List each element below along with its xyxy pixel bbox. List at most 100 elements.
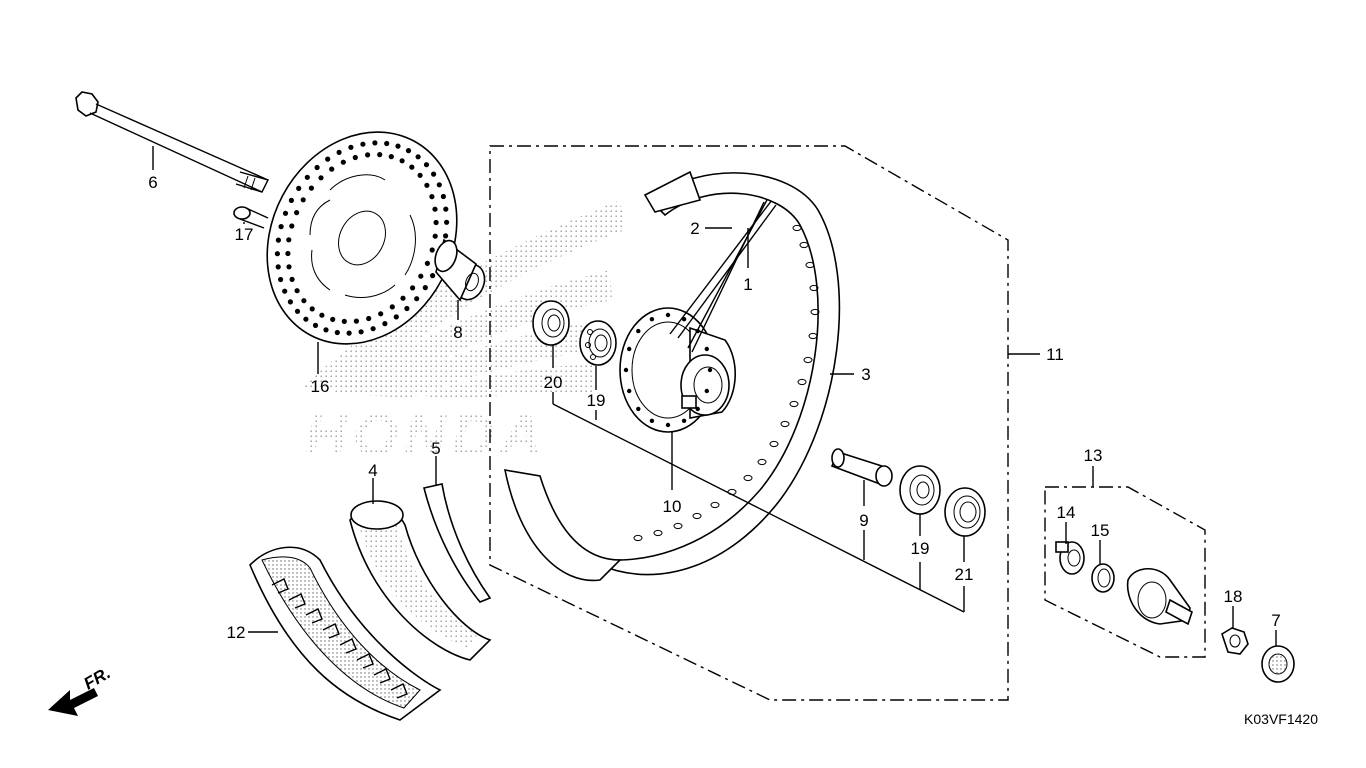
hub-hole — [704, 388, 709, 394]
disc-hole — [274, 251, 280, 257]
callout-19-right: 19 — [911, 539, 930, 558]
disc-hole — [366, 315, 372, 322]
disc-hole — [424, 260, 430, 266]
disc-hole — [278, 224, 284, 230]
disc-hole — [304, 174, 310, 180]
hub-hole — [636, 328, 641, 334]
disc-hole — [294, 308, 301, 314]
disc-hole — [400, 295, 406, 301]
hub-hole — [681, 317, 687, 322]
hub-hole — [704, 346, 709, 352]
brake-disc — [266, 131, 458, 345]
rim-spoke-hole — [757, 458, 767, 466]
disc-hole — [312, 322, 319, 328]
disc-hole — [430, 273, 436, 279]
disc-hole — [365, 152, 371, 158]
callout-9: 9 — [859, 511, 868, 530]
gearbox-oil-seal — [1091, 563, 1115, 593]
disc-hole — [296, 185, 302, 191]
disc-hole — [318, 175, 324, 181]
callout-16: 16 — [311, 377, 330, 396]
rim-spoke-hole — [808, 332, 818, 340]
hub-hole — [695, 406, 700, 412]
dust-seal-left — [532, 300, 570, 346]
hub-hole — [636, 406, 641, 412]
callout-5: 5 — [431, 439, 440, 458]
disc-hole — [433, 219, 439, 226]
disc-hole — [294, 288, 300, 294]
disc-hole — [360, 141, 366, 147]
disc-hole — [319, 312, 325, 318]
dust-seal-right — [944, 487, 986, 537]
callout-12: 12 — [227, 623, 246, 642]
disc-hole — [443, 233, 449, 239]
rim-spoke-hole — [673, 522, 683, 530]
radial-bearing-left — [579, 320, 617, 366]
front-wheel-rim — [503, 170, 841, 582]
callout-15: 15 — [1091, 521, 1110, 540]
callout-4: 4 — [368, 461, 377, 480]
callout-20: 20 — [544, 373, 563, 392]
disc-hole — [346, 330, 352, 336]
gearbox-assembly-boundary — [1044, 486, 1206, 658]
tire-tread-mark — [288, 593, 306, 609]
hub-hole — [649, 418, 655, 423]
hub-hole — [627, 388, 632, 394]
rim-spoke-hole — [780, 420, 790, 428]
disc-hole — [372, 140, 378, 146]
hub-hole — [627, 346, 632, 352]
rim-spoke-hole — [792, 224, 802, 232]
disc-hole — [330, 316, 336, 322]
hub-hole — [665, 422, 671, 428]
rim-spoke-hole — [789, 400, 799, 408]
rim-spoke-hole — [692, 512, 702, 520]
front-wheel-hub — [619, 307, 736, 433]
front-direction-arrow: FR. — [48, 663, 114, 716]
distance-collar — [830, 448, 893, 487]
tire-tread-mark — [373, 668, 391, 684]
disc-hole — [382, 321, 388, 327]
callout-14: 14 — [1057, 503, 1076, 522]
rim-spoke-hole — [769, 440, 779, 448]
disc-hole — [348, 144, 354, 150]
tire-tread-mark — [305, 608, 323, 624]
disc-hole — [414, 296, 420, 302]
disc-hole — [422, 285, 428, 291]
disc-hole — [294, 210, 300, 216]
disc-hole — [358, 329, 364, 335]
rim-spoke-hole — [805, 261, 815, 269]
disc-hole — [432, 233, 438, 239]
disc-hole — [410, 285, 416, 291]
callout-19-left: 19 — [587, 391, 606, 410]
front-tire — [249, 546, 442, 721]
diagram-code: K03VF1420 — [1244, 711, 1318, 727]
hub-hole — [681, 418, 687, 423]
disc-hole — [389, 304, 395, 310]
tire-tread-mark — [390, 683, 408, 699]
disc-hole — [340, 159, 346, 165]
cap-nut — [1261, 645, 1295, 683]
rim-spoke-hole — [803, 356, 813, 364]
disc-hole — [370, 326, 376, 332]
callout-1: 1 — [743, 275, 752, 294]
disc-hole — [300, 197, 306, 203]
callout-17: 17 — [235, 225, 254, 244]
callout-7: 7 — [1271, 611, 1280, 630]
disc-hole — [275, 237, 281, 243]
tire-tread-mark — [339, 638, 357, 654]
radial-bearing-right — [899, 465, 941, 515]
callout-10: 10 — [663, 497, 682, 516]
watermark-text: HONDA — [305, 403, 548, 468]
tire-tread-mark — [271, 578, 289, 594]
side-collar — [434, 238, 486, 302]
disc-hole — [436, 182, 442, 188]
rim-spoke-hole — [799, 241, 809, 249]
callout-18: 18 — [1224, 587, 1243, 606]
disc-hole — [289, 223, 295, 229]
speedometer-retainer — [1055, 541, 1085, 575]
axle-bolt — [75, 91, 270, 193]
disc-bolt — [233, 206, 269, 229]
disc-hole — [424, 182, 430, 188]
callout-11: 11 — [1046, 345, 1064, 364]
disc-hole — [286, 264, 292, 270]
